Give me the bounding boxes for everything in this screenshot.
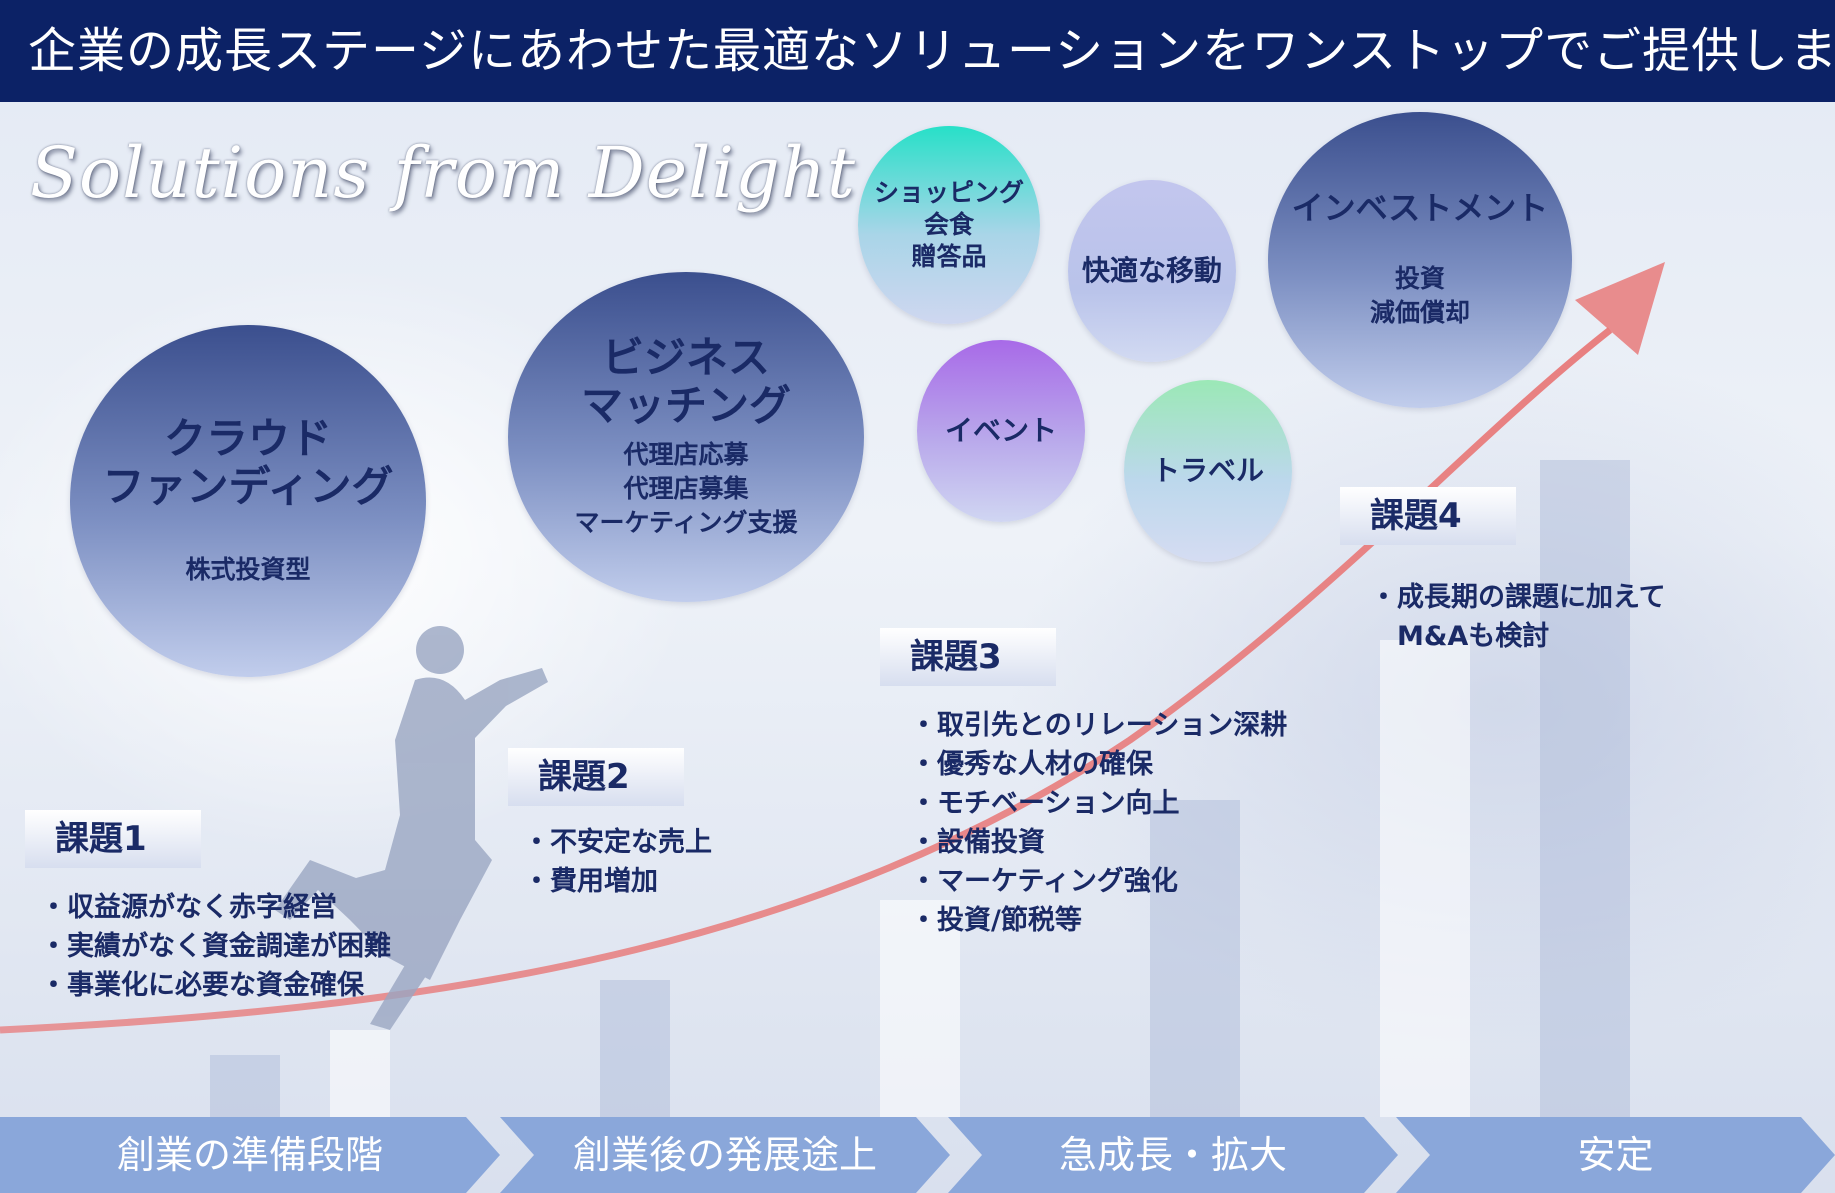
- service-detail: 投資 減価償却: [1369, 264, 1470, 327]
- issue-list-2: 不安定な売上 費用増加: [523, 823, 712, 901]
- issue-item: 優秀な人材の確保: [910, 745, 1287, 784]
- issue-item: 取引先とのリレーション深耕: [910, 706, 1287, 745]
- issue-item: M&Aも検討: [1397, 621, 1550, 652]
- issue-badge-4: 課題4: [1340, 487, 1516, 545]
- issue-list-4: 成長期の課題に加えて M&Aも検討: [1370, 578, 1666, 656]
- issue-badge-3: 課題3: [880, 628, 1056, 686]
- issue-item: 実績がなく資金調達が困難: [40, 927, 391, 966]
- issue-item: 設備投資: [910, 823, 1287, 862]
- issue-badge-1: 課題1: [25, 810, 201, 868]
- brand-logo: Solutions from Delight: [30, 132, 856, 214]
- service-comfortable-transport[interactable]: 快適な移動: [1068, 180, 1236, 362]
- issue-item: 不安定な売上: [523, 823, 712, 862]
- service-detail: 代理店応募 代理店募集 マーケティング支援: [574, 440, 798, 537]
- growth-bar: [330, 1030, 390, 1117]
- issue-item: マーケティング強化: [910, 862, 1287, 901]
- service-travel[interactable]: トラベル: [1124, 380, 1292, 562]
- issue-item: 収益源がなく赤字経営: [40, 888, 391, 927]
- service-crowdfunding[interactable]: クラウド ファンディング 株式投資型: [70, 325, 426, 677]
- service-title: ショッピング 会食 贈答品: [873, 178, 1024, 271]
- growth-bar: [210, 1055, 280, 1117]
- stage-development[interactable]: 創業後の発展途上: [500, 1117, 950, 1193]
- issue-item: 事業化に必要な資金確保: [40, 966, 391, 1005]
- issue-item: 費用増加: [523, 862, 712, 901]
- service-investment[interactable]: インベストメント 投資 減価償却: [1268, 112, 1572, 408]
- service-title: トラベル: [1151, 454, 1264, 487]
- growth-bar: [1540, 460, 1630, 1117]
- issue-badge-2: 課題2: [508, 748, 684, 806]
- stage-rapid-growth[interactable]: 急成長・拡大: [948, 1117, 1398, 1193]
- growth-bar: [600, 980, 670, 1117]
- growth-bar: [1380, 640, 1470, 1117]
- service-event[interactable]: イベント: [917, 340, 1085, 522]
- service-shopping[interactable]: ショッピング 会食 贈答品: [858, 126, 1040, 324]
- issue-list-1: 収益源がなく赤字経営 実績がなく資金調達が困難 事業化に必要な資金確保: [40, 888, 391, 1005]
- service-title: 快適な移動: [1081, 254, 1222, 287]
- issue-item: モチベーション向上: [910, 784, 1287, 823]
- issue-item: 成長期の課題に加えて: [1370, 578, 1666, 617]
- service-business-matching[interactable]: ビジネス マッチング 代理店応募 代理店募集 マーケティング支援: [508, 272, 864, 602]
- issue-list-3: 取引先とのリレーション深耕 優秀な人材の確保 モチベーション向上 設備投資 マー…: [910, 706, 1287, 940]
- page-title: 企業の成長ステージにあわせた最適なソリューションをワンストップでご提供します。: [0, 0, 1835, 102]
- service-detail: 株式投資型: [185, 555, 311, 584]
- growth-stages: 創業の準備段階 創業後の発展途上 急成長・拡大 安定: [0, 1117, 1835, 1193]
- service-title: クラウド ファンディング: [102, 414, 394, 511]
- service-title: インベストメント: [1291, 189, 1549, 227]
- issue-item: 投資/節税等: [910, 901, 1287, 940]
- stage-stable[interactable]: 安定: [1396, 1117, 1835, 1193]
- service-title: イベント: [944, 414, 1057, 447]
- service-title: ビジネス マッチング: [580, 333, 791, 430]
- stage-preparation[interactable]: 創業の準備段階: [0, 1117, 500, 1193]
